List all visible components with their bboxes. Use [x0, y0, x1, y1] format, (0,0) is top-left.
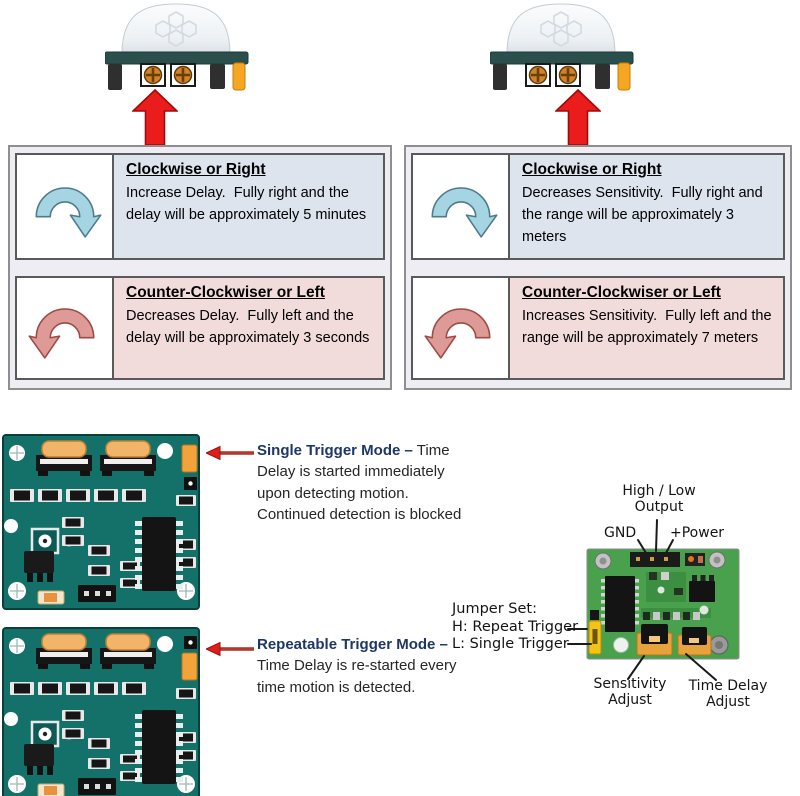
component-pin	[595, 64, 610, 89]
icon-cell	[17, 155, 114, 258]
repeatable-trigger-heading: Repeatable Trigger Mode –	[257, 636, 448, 653]
table-row: Clockwise or Right Increase Delay. Fully…	[15, 153, 385, 260]
clockwise-arrow-icon	[430, 186, 497, 238]
component-pin	[493, 64, 507, 90]
output-label-line1: High / Low	[622, 483, 696, 499]
component-pin	[210, 64, 225, 89]
single-trigger-heading: Single Trigger Mode –	[257, 442, 413, 459]
sensitivity-adjust-table: Clockwise or Right Decreases Sensitivity…	[404, 145, 792, 390]
red-left-arrow-icon	[206, 641, 254, 657]
output-label-line2: Output	[634, 499, 684, 516]
pir-sensor-side-view-left	[105, 3, 249, 91]
pcb-edge	[105, 51, 249, 65]
sensitivity-potentiometer	[170, 63, 196, 87]
jumper-set-line3: L: Single Trigger	[452, 636, 569, 653]
trigger-jumper-low	[181, 635, 198, 681]
jumper-set-line1: Jumper Set:	[452, 601, 537, 617]
pcb-repeatable-trigger-illustration	[2, 626, 201, 796]
table-row: Counter-Clockwiser or Left Decreases Del…	[15, 276, 385, 380]
repeatable-trigger-body: Time Delay is re-started every time moti…	[257, 657, 457, 696]
text-cell: Counter-Clockwiser or Left Decreases Del…	[114, 278, 383, 378]
power-label: +Power	[670, 525, 725, 541]
text-cell: Clockwise or Right Increase Delay. Fully…	[114, 155, 383, 258]
fresnel-dome	[121, 3, 231, 55]
trigger-jumper-high	[181, 444, 198, 491]
icon-cell	[17, 278, 114, 378]
delay-potentiometer	[140, 63, 166, 87]
single-trigger-body: Time Delay is started immediately upon d…	[257, 442, 462, 523]
pcb-edge	[490, 51, 634, 65]
output-label: High / Low Output	[600, 483, 718, 515]
icon-cell	[413, 278, 510, 378]
single-trigger-annotation: Single Trigger Mode – Time Delay is star…	[257, 440, 475, 525]
text-cell: Counter-Clockwiser or Left Increases Sen…	[510, 278, 783, 378]
repeatable-trigger-annotation: Repeatable Trigger Mode – Time Delay is …	[257, 634, 475, 698]
row-body: Increase Delay. Fully right and the dela…	[126, 185, 367, 223]
pcb-single-trigger-illustration	[2, 433, 201, 611]
table-row: Counter-Clockwiser or Left Increases Sen…	[411, 276, 785, 380]
row-heading: Counter-Clockwiser or Left	[522, 284, 721, 301]
row-heading: Clockwise or Right	[522, 161, 662, 178]
hc-sr501-board-photo	[586, 548, 740, 660]
pir-sensor-side-view-right	[490, 3, 634, 91]
capacitor	[617, 62, 631, 91]
delay-potentiometer	[525, 63, 551, 87]
counter-clockwise-arrow-icon	[28, 308, 95, 359]
gnd-label: GND	[604, 525, 637, 541]
red-up-arrow-icon	[555, 89, 601, 146]
time-delay-adjust-label: Time Delay Adjust	[688, 678, 768, 711]
counter-clockwise-arrow-icon	[424, 308, 491, 359]
clockwise-arrow-icon	[34, 186, 101, 238]
jumper-set-label: Jumper Set: H: Repeat Trigger L: Single …	[452, 601, 578, 654]
row-heading: Clockwise or Right	[126, 161, 266, 178]
row-heading: Counter-Clockwiser or Left	[126, 284, 325, 301]
time-delay-adjust-table: Clockwise or Right Increase Delay. Fully…	[8, 145, 392, 390]
row-body: Decreases Delay. Fully left and the dela…	[126, 308, 370, 346]
red-left-arrow-icon	[206, 445, 254, 461]
table-row: Clockwise or Right Decreases Sensitivity…	[411, 153, 785, 260]
text-cell: Clockwise or Right Decreases Sensitivity…	[510, 155, 783, 258]
row-body: Increases Sensitivity. Fully left and th…	[522, 308, 776, 346]
sensitivity-adjust-label: Sensitivity Adjust	[593, 676, 667, 709]
capacitor	[232, 62, 246, 91]
fresnel-dome	[506, 3, 616, 55]
sensitivity-potentiometer	[555, 63, 581, 87]
red-up-arrow-icon	[132, 89, 178, 146]
icon-cell	[413, 155, 510, 258]
row-body: Decreases Sensitivity. Fully right and t…	[522, 185, 767, 245]
component-pin	[108, 64, 122, 90]
jumper-set-line2: H: Repeat Trigger	[452, 618, 579, 635]
